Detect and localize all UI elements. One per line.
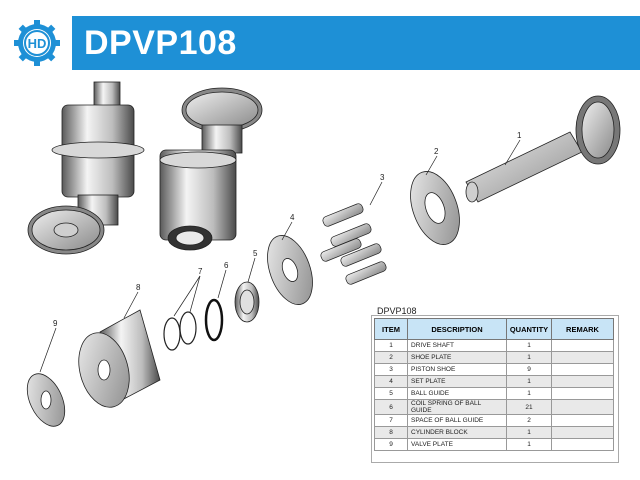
callout-6: 6 (224, 261, 229, 270)
leader-lines (39, 139, 521, 373)
cell-remark (551, 387, 614, 400)
hd-gear-logo-icon: HD (14, 20, 60, 66)
cell-description: DRIVE SHAFT (407, 339, 507, 352)
cell-description: PISTON SHOE (407, 363, 507, 376)
part-1-drive-shaft (465, 95, 621, 203)
assembled-pump-center (159, 87, 263, 251)
part-5-ball-guide (234, 281, 260, 323)
callout-8: 8 (136, 283, 141, 292)
cell-item: 3 (374, 363, 408, 376)
column-header-remark: REMARK (551, 318, 614, 340)
column-header-quantity: QUANTITY (506, 318, 552, 340)
cell-description: COIL SPRING OF BALL GUIDE (407, 399, 507, 415)
part-7-spacers (163, 311, 197, 351)
logo-text: HD (28, 36, 47, 51)
part-2-shoe-plate (410, 171, 460, 245)
cell-quantity: 1 (506, 375, 552, 388)
part-6-coil-spring (204, 298, 224, 342)
cell-remark (551, 363, 614, 376)
callout-4: 4 (290, 213, 295, 222)
callout-1: 1 (517, 131, 522, 140)
cell-item: 8 (374, 426, 408, 439)
cell-remark (551, 375, 614, 388)
cell-item: 9 (374, 438, 408, 451)
cell-quantity: 1 (506, 438, 552, 451)
callout-7: 7 (198, 267, 203, 276)
cell-remark (551, 339, 614, 352)
callout-5: 5 (253, 249, 258, 258)
cell-item: 4 (374, 375, 408, 388)
column-header-item: ITEM (374, 318, 408, 340)
cell-remark (551, 399, 614, 415)
part-9-valve-plate (26, 373, 66, 427)
cell-item: 7 (374, 414, 408, 427)
callout-3: 3 (380, 173, 385, 182)
cell-quantity: 1 (506, 351, 552, 364)
cell-description: BALL GUIDE (407, 387, 507, 400)
assembled-pump-left (27, 81, 145, 255)
callout-2: 2 (434, 147, 439, 156)
page-title: DPVP108 (84, 24, 237, 62)
parts-table-frame (371, 315, 619, 463)
cell-description: SHOE PLATE (407, 351, 507, 364)
cell-quantity: 2 (506, 414, 552, 427)
parts-table-caption: DPVP108 (377, 306, 417, 316)
part-3-piston-shoes (320, 203, 387, 285)
cell-description: CYLINDER BLOCK (407, 426, 507, 439)
cell-description: SET PLATE (407, 375, 507, 388)
part-8-cylinder-block (78, 309, 161, 408)
cell-remark (551, 426, 614, 439)
cell-remark (551, 438, 614, 451)
cell-quantity: 1 (506, 339, 552, 352)
exploded-parts-diagram: 1 2 3 4 5 6 7 8 9 (26, 81, 621, 427)
cell-quantity: 1 (506, 387, 552, 400)
table-header-row: ITEM DESCRIPTION QUANTITY REMARK (374, 318, 614, 340)
column-header-description: DESCRIPTION (407, 318, 507, 340)
cell-description: SPACE OF BALL GUIDE (407, 414, 507, 427)
header-band (72, 16, 640, 70)
cell-remark (551, 351, 614, 364)
cell-item: 5 (374, 387, 408, 400)
cell-remark (551, 414, 614, 427)
cell-quantity: 21 (506, 399, 552, 415)
part-4-set-plate (267, 235, 313, 305)
cell-item: 2 (374, 351, 408, 364)
cell-quantity: 9 (506, 363, 552, 376)
callout-9: 9 (53, 319, 58, 328)
cell-item: 1 (374, 339, 408, 352)
cell-quantity: 1 (506, 426, 552, 439)
cell-item: 6 (374, 399, 408, 415)
cell-description: VALVE PLATE (407, 438, 507, 451)
